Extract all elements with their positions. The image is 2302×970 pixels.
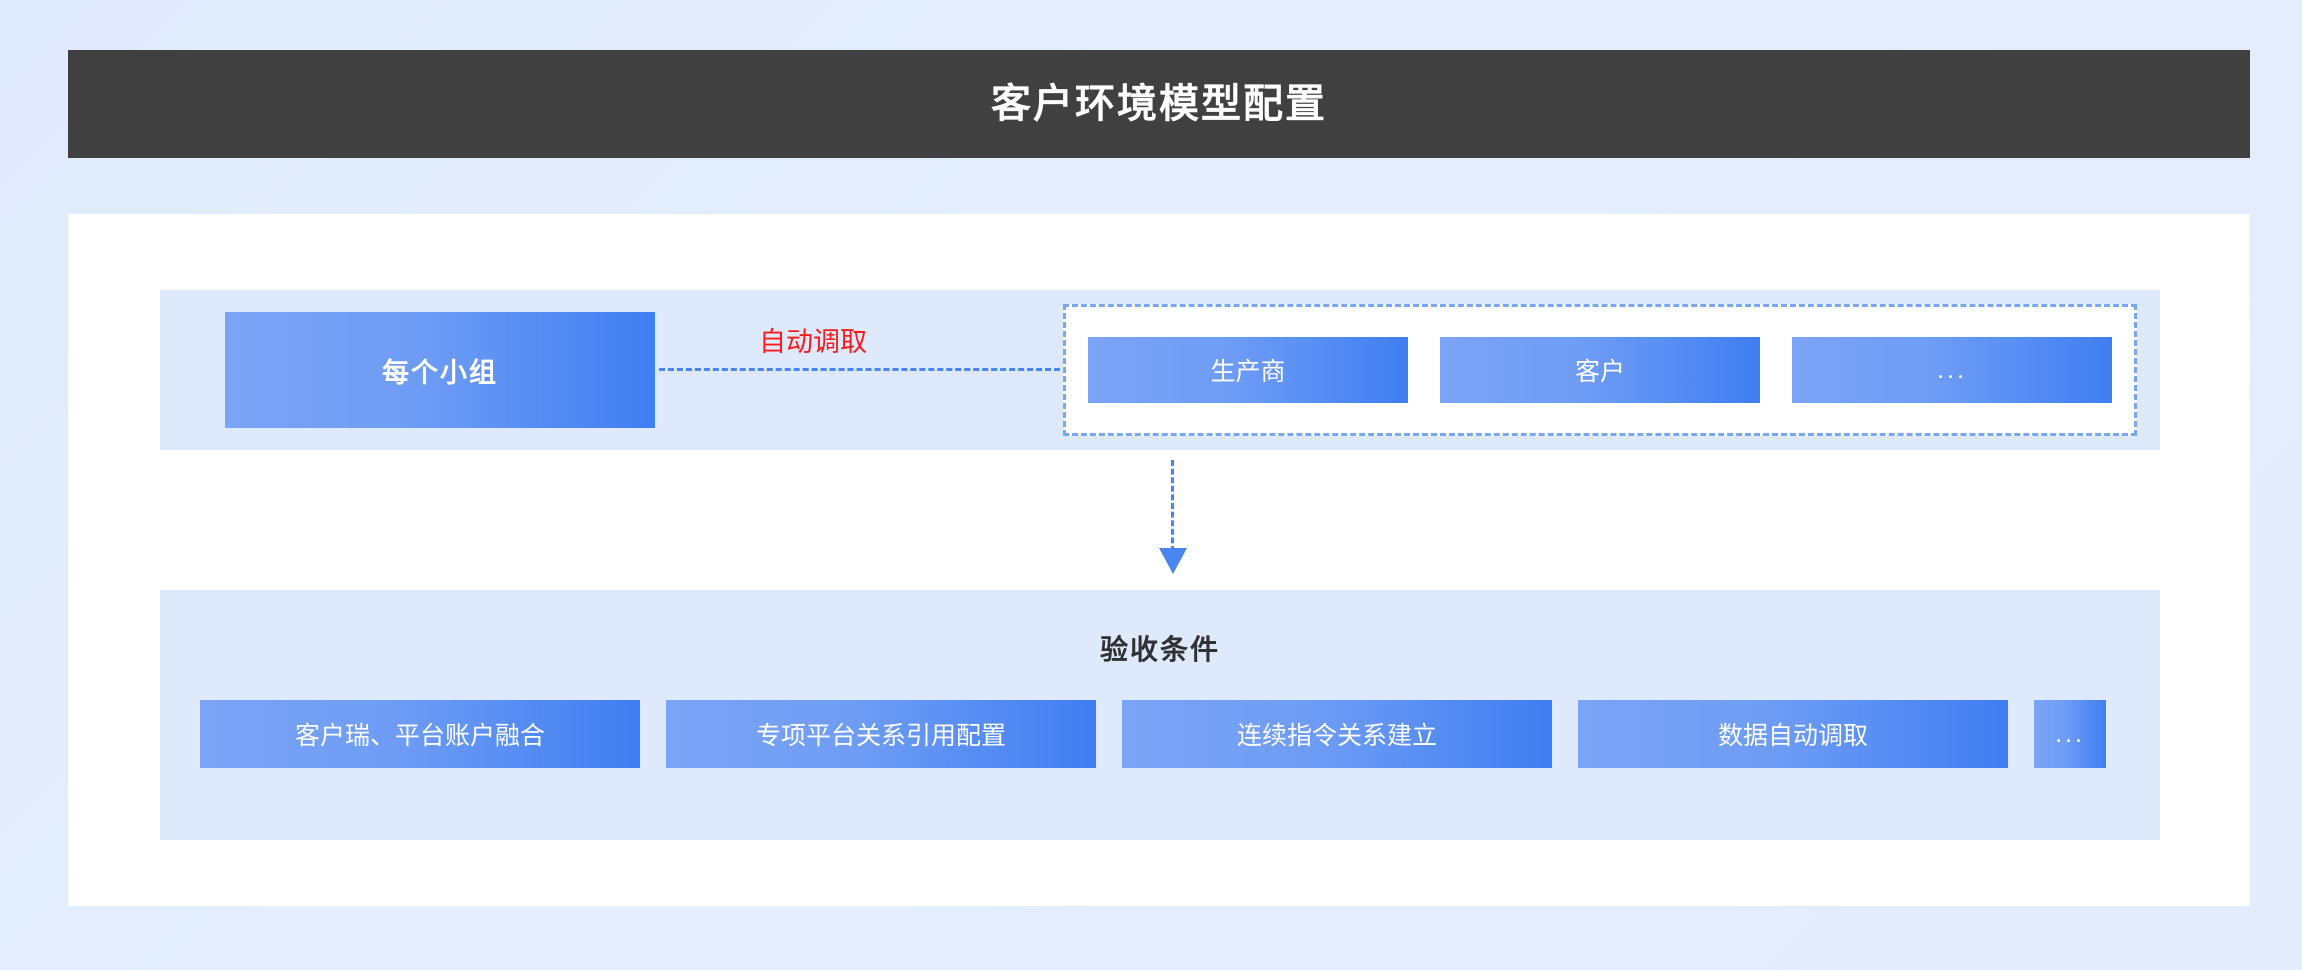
condition-label-4: 数据自动调取 (1717, 722, 1868, 750)
entity-label-customer: 客户 (1574, 358, 1625, 386)
condition-chip-more[interactable]: ... (2034, 700, 2106, 768)
page-title: 客户环境模型配置 (991, 82, 1327, 126)
condition-chip-2[interactable]: 专项平台关系引用配置 (666, 700, 1096, 768)
condition-chip-1[interactable]: 客户瑞、平台账户融合 (200, 700, 640, 768)
condition-label-3: 连续指令关系建立 (1236, 722, 1437, 750)
arrow-down-line-icon (1171, 460, 1174, 552)
title-bar: 客户环境模型配置 (68, 50, 2250, 158)
entity-label-more: ... (1937, 355, 1967, 384)
condition-chip-3[interactable]: 连续指令关系建立 (1122, 700, 1552, 768)
arrow-right-line-icon (659, 368, 1069, 371)
condition-label-1: 客户瑞、平台账户融合 (294, 722, 545, 750)
entity-box-customer[interactable]: 客户 (1440, 337, 1760, 403)
lower-panel: 验收条件 客户瑞、平台账户融合 专项平台关系引用配置 连续指令关系建立 数据自动… (160, 590, 2160, 840)
auto-fetch-arrow: 自动调取 (655, 312, 1087, 428)
down-connector-arrow (1158, 460, 1188, 584)
upper-panel: 每个小组 自动调取 生产商 客户 ... (160, 290, 2160, 450)
auto-fetch-label: 自动调取 (759, 327, 867, 357)
content-card: 每个小组 自动调取 生产商 客户 ... (68, 214, 2250, 906)
acceptance-conditions-title: 验收条件 (1099, 634, 1220, 665)
entity-label-manufacturer: 生产商 (1210, 358, 1286, 386)
entity-box-manufacturer[interactable]: 生产商 (1088, 337, 1408, 403)
condition-label-2: 专项平台关系引用配置 (755, 722, 1006, 750)
arrow-down-head-icon (1159, 548, 1187, 574)
entity-box-more[interactable]: ... (1792, 337, 2112, 403)
source-group-box[interactable]: 每个小组 (225, 312, 655, 428)
source-group-label: 每个小组 (382, 357, 498, 388)
condition-chip-4[interactable]: 数据自动调取 (1578, 700, 2008, 768)
condition-label-more: ... (2055, 719, 2085, 748)
acceptance-conditions-row: 客户瑞、平台账户融合 专项平台关系引用配置 连续指令关系建立 数据自动调取 ..… (200, 700, 2120, 768)
entity-group-frame: 生产商 客户 ... (1063, 304, 2137, 436)
